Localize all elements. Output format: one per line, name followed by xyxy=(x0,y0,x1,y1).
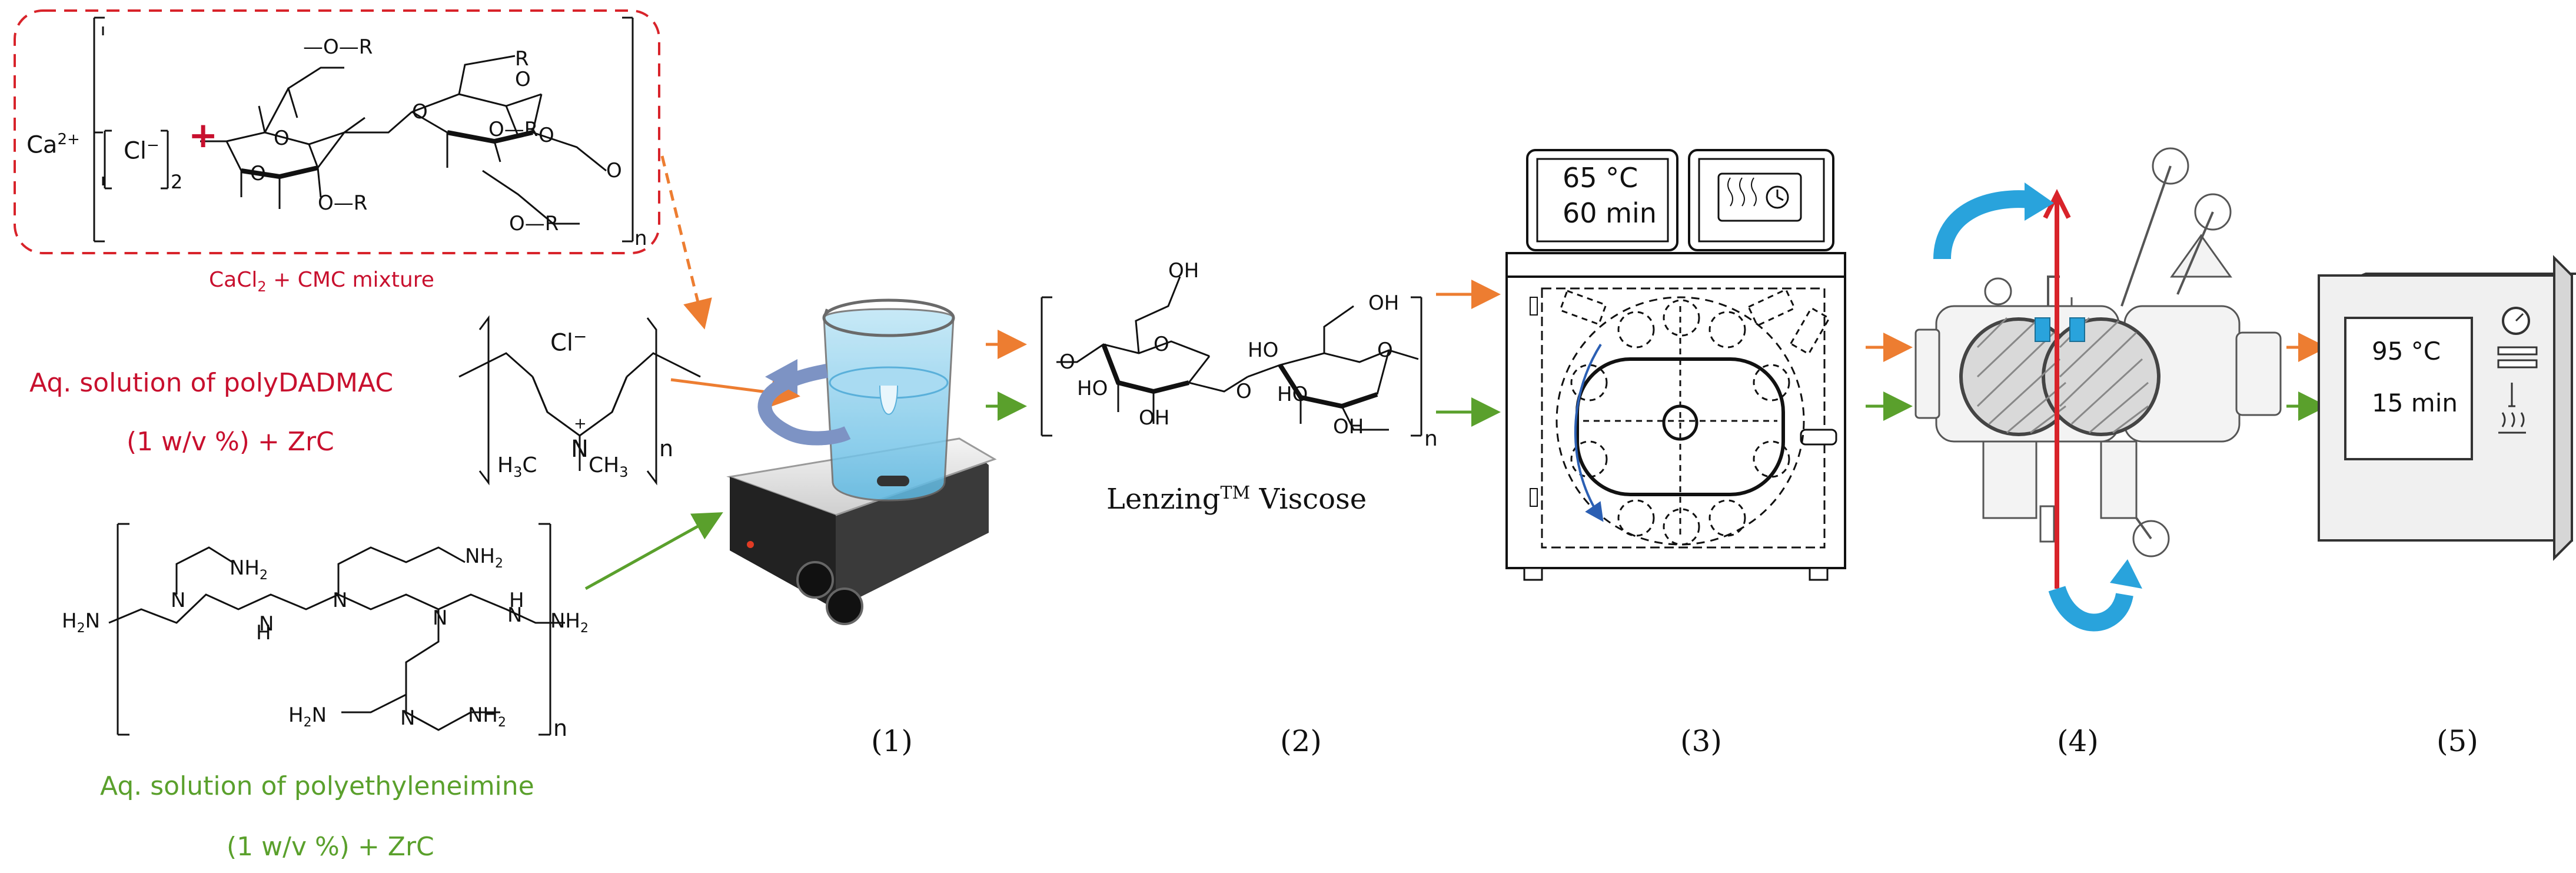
caption-subscript: 2 xyxy=(257,278,267,296)
padding-mangle-icon xyxy=(1914,147,2282,632)
counterion-charge: − xyxy=(573,327,587,346)
caption-suffix: + CMC mixture xyxy=(266,268,434,292)
pei-label-line1: Aq. solution of polyethyleneimine xyxy=(100,771,534,801)
cmc-atom-label: O xyxy=(274,127,290,150)
counterion-symbol: Cl xyxy=(550,329,574,357)
cmc-atom-label: O—R xyxy=(318,191,368,215)
cmc-atom-label: —O—R xyxy=(303,35,373,59)
cellulose-atom-label: OH xyxy=(1368,291,1400,315)
pei-atom-label: N xyxy=(400,706,416,730)
cellulose-atom-label: HO xyxy=(1277,383,1308,406)
polydadmac-counterion: Cl− xyxy=(550,327,587,356)
step-label-4: (4) xyxy=(2057,724,2099,758)
step-label-2: (2) xyxy=(1280,724,1322,758)
pei-atom-label: H2N xyxy=(62,609,101,636)
flow-arrows xyxy=(584,155,2328,590)
pei-structure xyxy=(108,523,565,736)
chloride-count: 2 xyxy=(171,171,183,193)
cellulose-atom-label: OH xyxy=(1139,406,1170,430)
pei-repeat-n: n xyxy=(553,715,568,741)
oven-icon xyxy=(2318,255,2576,561)
methyl-label: H3C xyxy=(497,453,537,481)
cmc-mixture-box xyxy=(14,9,660,254)
pei-atom-label: NH2 xyxy=(550,609,589,636)
cmc-atom-label: O xyxy=(250,162,266,185)
cellulose-atom-label: O xyxy=(1236,380,1252,403)
cmc-repeat-n: n xyxy=(634,227,647,250)
pei-atom-label: N xyxy=(433,606,448,630)
polydadmac-structure xyxy=(458,315,701,486)
polydadmac-label-line2: (1 w/v %) + ZrC xyxy=(127,427,334,457)
cmc-atom-label: O xyxy=(515,68,531,91)
calcium-ion: Ca2+ xyxy=(26,131,80,158)
step-label-3: (3) xyxy=(1680,724,1722,758)
cmc-mixture-caption: CaCl2 + CMC mixture xyxy=(209,268,434,295)
polydadmac-label-line1: Aq. solution of polyDADMAC xyxy=(29,368,394,398)
pei-atom-label: NH2 xyxy=(468,703,506,730)
cellulose-atom-label: HO xyxy=(1248,338,1279,362)
dyeing-time: 60 min xyxy=(1563,197,1657,229)
pei-atom-label: N xyxy=(507,603,523,627)
cellulose-atom-label: O xyxy=(1154,333,1169,356)
pei-label-line2: (1 w/v %) + ZrC xyxy=(227,832,434,862)
trademark-symbol: TM xyxy=(1220,483,1251,503)
viscose-label: LenzingTM Viscose xyxy=(1106,483,1367,516)
anion-symbol: Cl xyxy=(124,137,147,165)
magnetic-stirrer-icon xyxy=(726,298,997,625)
viscose-suffix: Viscose xyxy=(1250,483,1367,516)
pei-atom-label: H xyxy=(509,589,524,612)
cmc-atom-label: R xyxy=(515,47,529,71)
caption-prefix: CaCl xyxy=(209,268,258,292)
polydadmac-repeat-n: n xyxy=(659,436,674,462)
methyl-label: CH3 xyxy=(589,453,629,481)
cellulose-atom-label: HO xyxy=(1077,377,1108,400)
cmc-atom-label: O—R xyxy=(509,212,559,235)
step-label-5: (5) xyxy=(2437,724,2478,758)
step-label-1: (1) xyxy=(871,724,913,758)
oven-time: 15 min xyxy=(2372,389,2458,417)
pei-atom-label: H xyxy=(256,621,271,645)
pei-atom-label: N xyxy=(333,589,348,612)
cmc-structure xyxy=(93,16,634,243)
positive-charge: + xyxy=(574,415,587,433)
plus-sign: + xyxy=(188,115,218,156)
cmc-atom-label: O xyxy=(412,100,428,124)
cation-charge: 2+ xyxy=(57,131,80,148)
pei-atom-label: NH2 xyxy=(465,545,503,571)
nitrogen-label: N xyxy=(571,436,589,463)
pei-atom-label: N xyxy=(171,589,186,612)
chloride-ion: Cl− xyxy=(124,137,159,164)
cellulose-atom-label: O xyxy=(1377,338,1393,362)
cmc-atom-label: O xyxy=(606,159,622,182)
pei-atom-label: N xyxy=(259,612,274,636)
dyeing-temperature: 65 °C xyxy=(1563,162,1638,194)
cmc-atom-label: O xyxy=(539,124,554,147)
cmc-atom-label: O—R xyxy=(488,118,539,141)
oven-temperature: 95 °C xyxy=(2372,337,2441,366)
dyeing-machine-icon xyxy=(1505,149,1846,581)
anion-charge: − xyxy=(147,137,159,154)
cellulose-structure xyxy=(1041,276,1422,437)
viscose-brand: Lenzing xyxy=(1106,483,1221,516)
cellulose-atom-label: OH xyxy=(1333,415,1364,439)
pei-atom-label: H2N xyxy=(288,703,327,730)
cellulose-repeat-n: n xyxy=(1424,427,1438,451)
cation-symbol: Ca xyxy=(26,131,58,159)
pei-atom-label: NH2 xyxy=(230,556,268,583)
cellulose-atom-label: OH xyxy=(1168,259,1199,283)
cellulose-atom-label: O xyxy=(1059,350,1075,374)
